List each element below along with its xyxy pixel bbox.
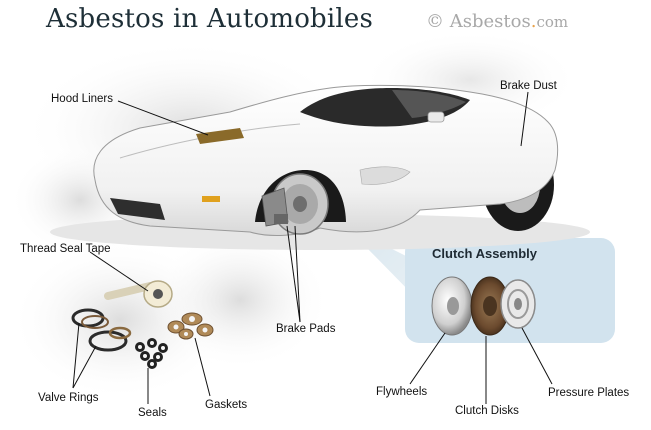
label-flywheels: Flywheels (376, 386, 428, 398)
copyright-name: Asbestos (449, 11, 531, 32)
leader-flywheels (409, 332, 446, 385)
flywheel-part (431, 276, 473, 336)
label-valve-rings: Valve Rings (38, 392, 99, 404)
label-seals: Seals (138, 407, 167, 419)
label-brake-pads: Brake Pads (276, 323, 336, 335)
valve-rings-group (71, 308, 132, 352)
label-gaskets: Gaskets (205, 399, 248, 411)
leader-hood-liners (117, 100, 209, 136)
label-brake-dust: Brake Dust (500, 80, 557, 92)
leader-brake-dust (520, 91, 529, 147)
car-illustration (50, 84, 590, 250)
label-hood-liners: Hood Liners (51, 93, 114, 105)
leader-pressure-plates (521, 327, 553, 385)
copyright-dot: . (530, 11, 537, 32)
pressure-plate-part (500, 279, 536, 329)
leader-lines (72, 91, 553, 404)
label-thread-seal-tape: Thread Seal Tape (20, 243, 111, 255)
copyright-notice: © Asbestos.com (426, 11, 568, 32)
leader-valve-rings-2 (72, 345, 97, 389)
leader-gaskets (194, 337, 211, 397)
label-pressure-plates: Pressure Plates (548, 387, 630, 399)
clutch-assembly-title: Clutch Assembly (432, 246, 537, 261)
page-title: Asbestos in Automobiles (46, 4, 374, 34)
label-clutch-disks: Clutch Disks (455, 405, 519, 417)
brake-assembly (261, 173, 329, 235)
copyright-symbol: © (426, 11, 444, 32)
copyright-tld: com (536, 13, 569, 31)
leader-thread-seal-tape (89, 251, 149, 292)
hood-liner-vent (196, 128, 244, 144)
seals-group (135, 338, 168, 369)
clutch-disk-part (470, 276, 510, 336)
leader-brake-pads-2 (294, 225, 301, 323)
leader-valve-rings-1 (72, 322, 80, 389)
gaskets-group (167, 312, 214, 340)
leader-brake-pads-1 (286, 225, 301, 323)
